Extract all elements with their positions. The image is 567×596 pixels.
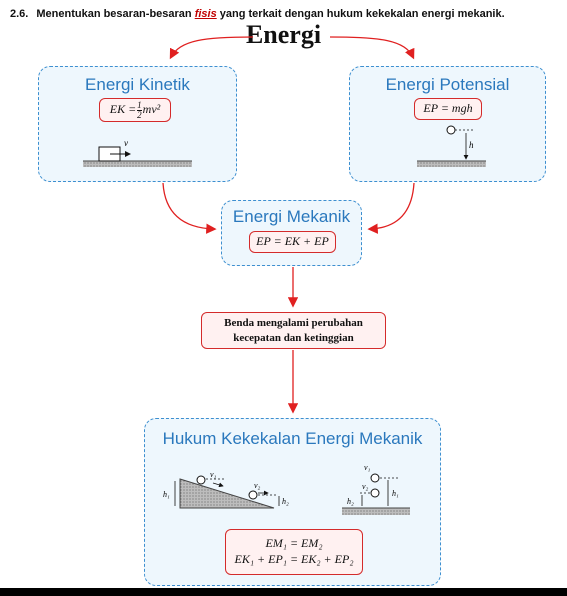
- heading-highlight: fisis: [194, 8, 217, 20]
- kinetic-illustration: v: [83, 138, 192, 167]
- fall-h1-label: h₁: [392, 489, 399, 498]
- heading-text-after: yang terkait dengan hukum kekekalan ener…: [216, 8, 505, 20]
- conservation-law-title: Hukum Kekekalan Energi Mekanik: [162, 429, 423, 448]
- section-number: 2.6.: [10, 8, 29, 20]
- arrow-title-to-potential: [329, 36, 415, 60]
- fall-v2-label: v₂: [362, 482, 369, 491]
- fall-h2-label: h₂: [347, 497, 354, 506]
- law-formula-line-2: EK₁ + EP₁ = EK₂ + EP₂: [234, 552, 354, 566]
- fall-illustration: v₁ v₂ h₁ h₂: [342, 463, 410, 515]
- kinetic-v-label: v: [124, 138, 128, 148]
- ek-rhs: mv²: [142, 102, 161, 117]
- slope-v1-label: v₁: [210, 470, 217, 479]
- slope-h2-label: h₂: [282, 497, 289, 506]
- law-formula-line-1: EM₁ = EM₂: [265, 536, 323, 551]
- arrow-title-to-kinetic: [169, 36, 254, 60]
- note-line-1: Benda mengalami perubahan: [224, 316, 363, 329]
- potential-energy-title: Energi Potensial: [385, 75, 510, 94]
- conservation-law-formula: EM₁ = EM₂ EK₁ + EP₁ = EK₂ + EP₂: [225, 529, 363, 575]
- potential-illustration: h: [417, 125, 486, 167]
- diagram-title: Energi: [245, 20, 322, 49]
- mechanical-energy-title: Energi Mekanik: [232, 207, 351, 226]
- fall-v1-label: v₁: [364, 463, 371, 472]
- mechanical-energy-box: Energi Mekanik EP = EK + EP: [221, 200, 362, 266]
- heading-text-before: Menentukan besaran-besaran: [36, 8, 195, 20]
- bottom-bar: [0, 588, 567, 596]
- section-heading: 2.6. Menentukan besaran-besaran fisis yan…: [10, 8, 505, 20]
- slope-illustration: v₁ v₂ h₁ h₂: [163, 470, 289, 509]
- arrow-potential-to-mechanical: [367, 182, 415, 234]
- arrow-kinetic-to-mechanical: [162, 182, 217, 234]
- slope-h1-label: h₁: [163, 490, 170, 499]
- note-line-2: kecepatan dan ketinggian: [233, 331, 354, 344]
- kinetic-energy-title: Energi Kinetik: [85, 75, 190, 94]
- potential-h-label: h: [469, 140, 474, 150]
- change-note-box: Benda mengalami perubahan kecepatan dan …: [201, 312, 386, 349]
- ek-lhs: EK =: [109, 102, 137, 117]
- mechanical-energy-formula: EP = EK + EP: [249, 231, 336, 253]
- potential-energy-formula: EP = mgh: [414, 98, 482, 120]
- slope-v2-label: v₂: [254, 481, 261, 490]
